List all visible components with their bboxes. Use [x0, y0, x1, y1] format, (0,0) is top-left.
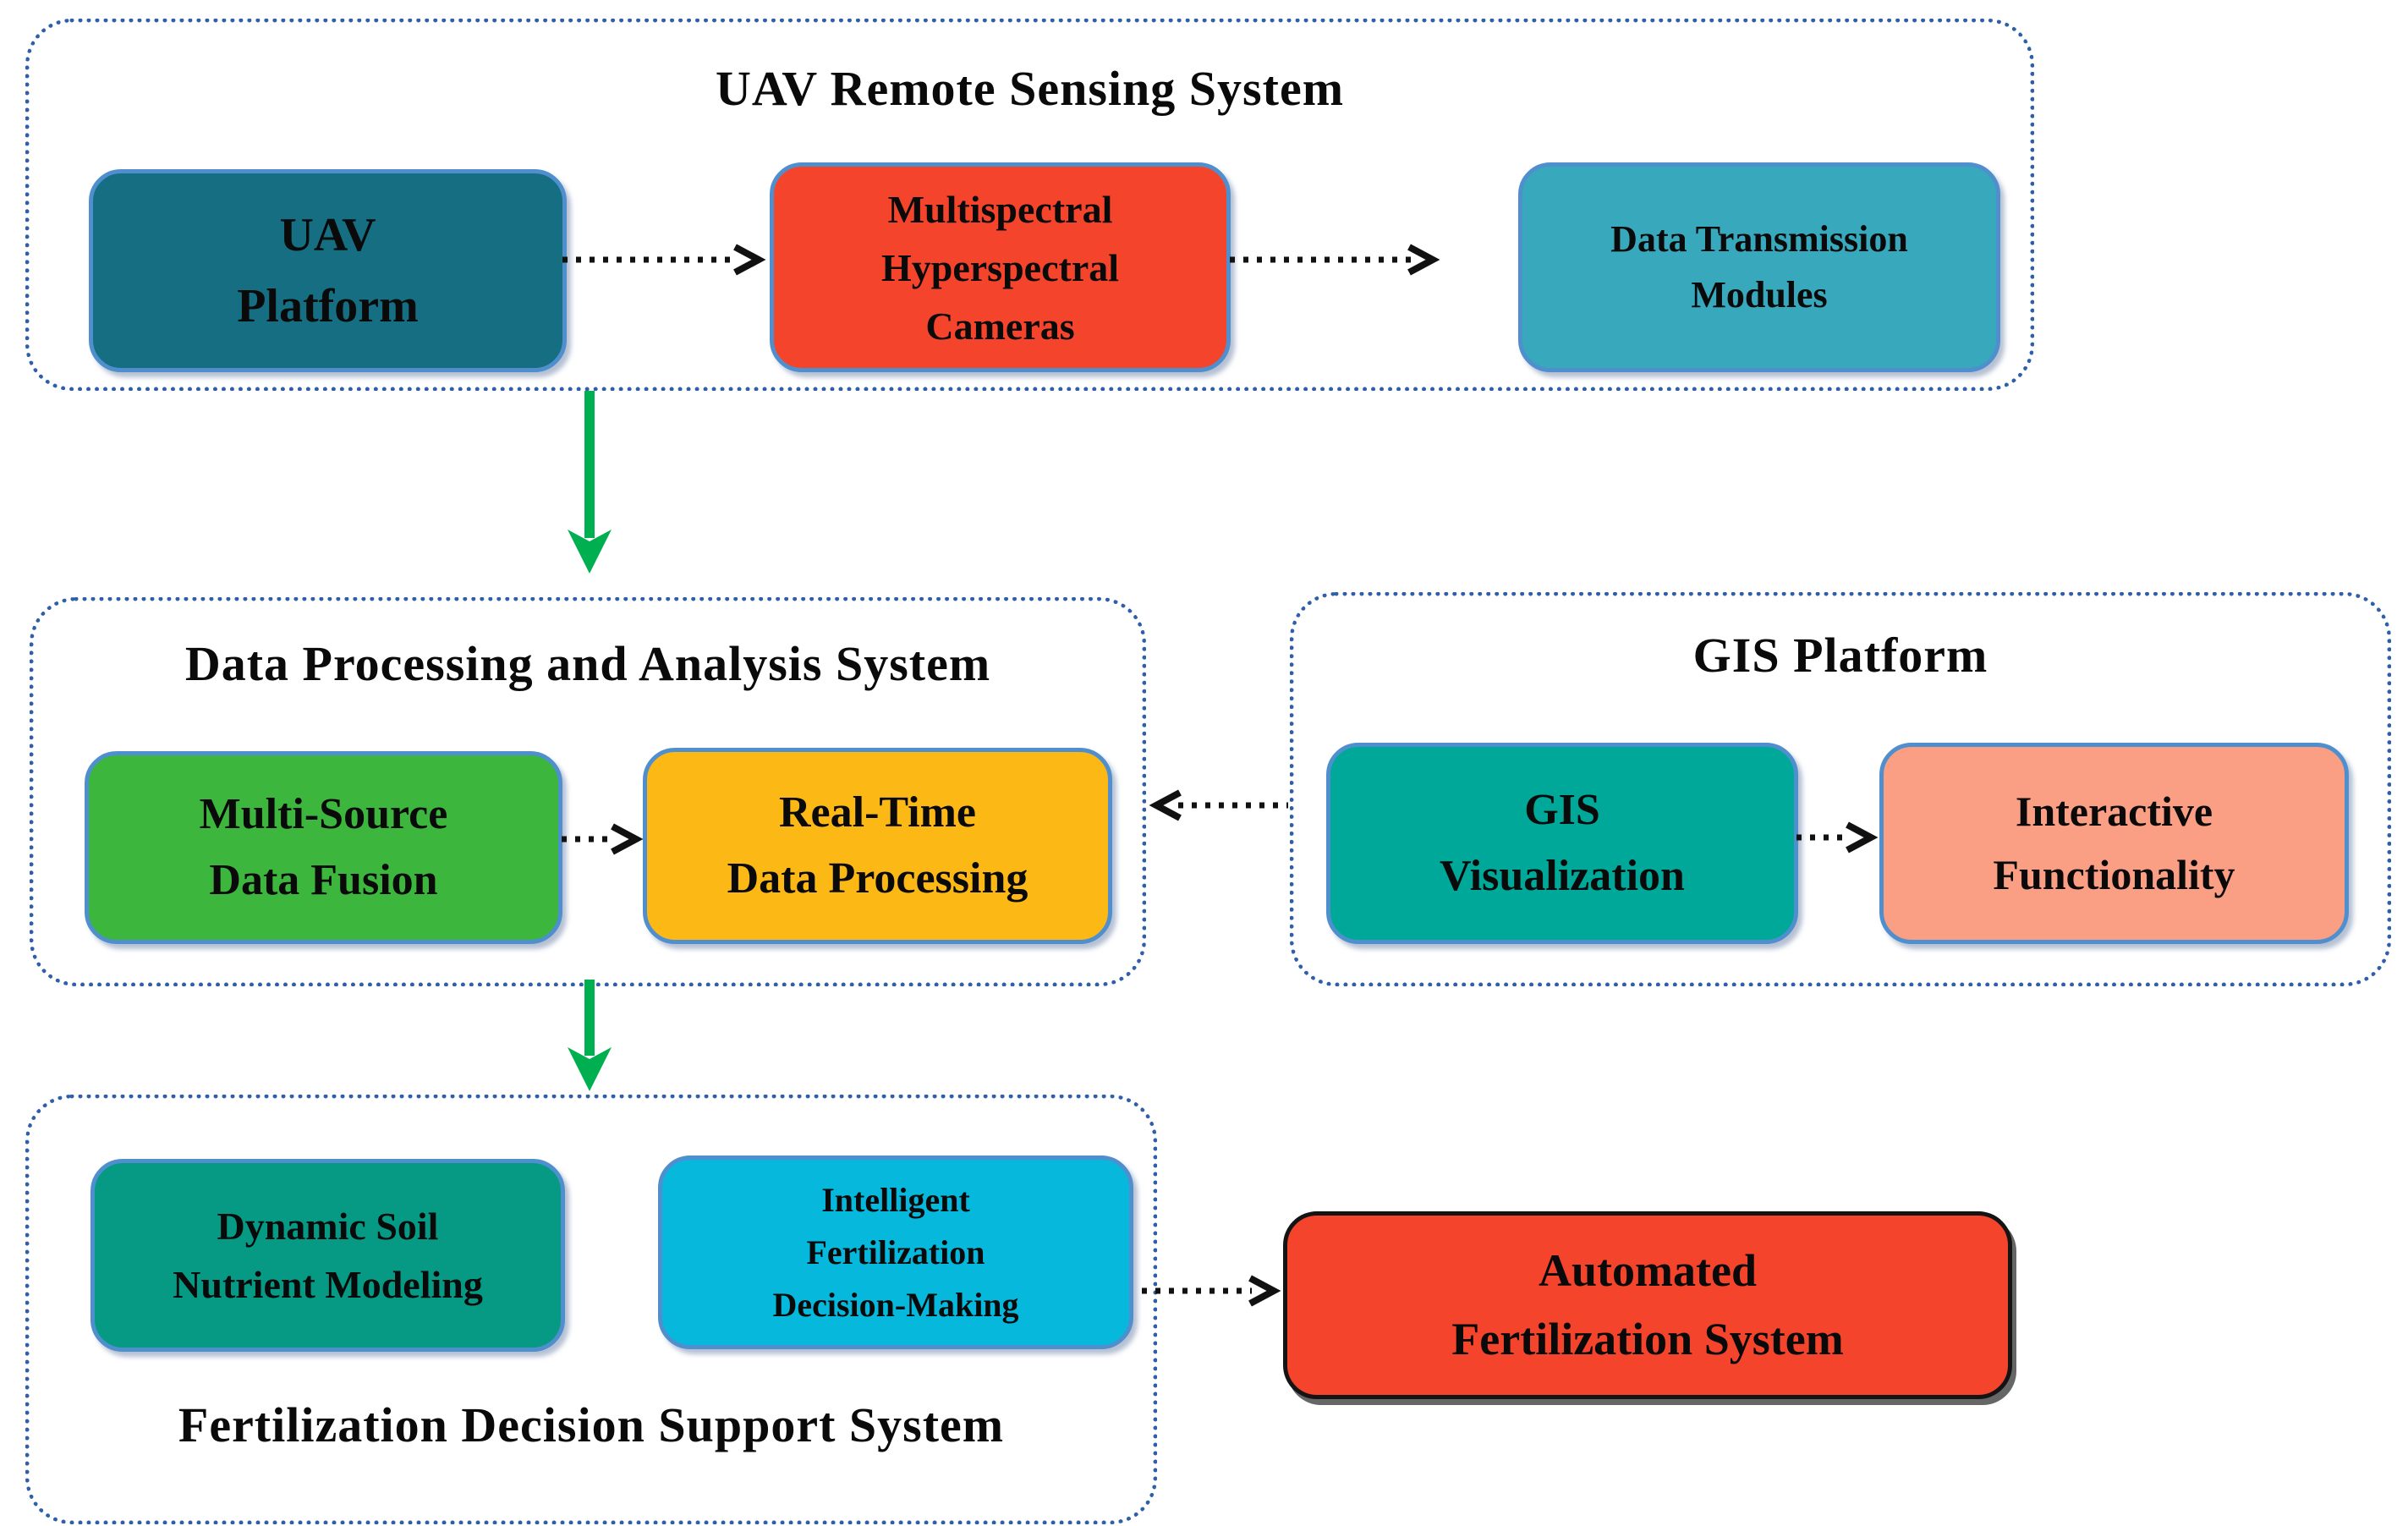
multi-source-fusion-node: Multi-Source Data Fusion [85, 751, 562, 944]
interactive-functionality-node: Interactive Functionality [1879, 743, 2349, 944]
intelligent-fertilization-node: Intelligent Fertilization Decision-Makin… [658, 1155, 1133, 1349]
gis-visualization-node: GIS Visualization [1326, 743, 1798, 944]
arrow-cameras-to-transmission [1230, 244, 1440, 276]
real-time-processing-node: Real-Time Data Processing [643, 748, 1112, 944]
data-transmission-node: Data Transmission Modules [1518, 162, 2000, 372]
automated-fertilization-node: Automated Fertilization System [1283, 1211, 2012, 1399]
arrow-fusion-to-realtime [562, 823, 644, 855]
dynamic-soil-node: Dynamic Soil Nutrient Modeling [91, 1159, 565, 1352]
green-arrow-dataprocessing-to-fds [568, 980, 612, 1091]
uav-platform-node: UAV Platform [89, 169, 567, 372]
arrow-platform-to-cameras [562, 244, 766, 276]
arrow-decision-to-automated [1142, 1275, 1281, 1307]
fertilization-support-container: Dynamic Soil Nutrient Modeling Intellige… [25, 1095, 1157, 1524]
uav-remote-sensing-container: UAV Remote Sensing System UAV Platform M… [25, 19, 2034, 391]
data-processing-container: Data Processing and Analysis System Mult… [30, 597, 1146, 986]
fertilization-support-title: Fertilization Decision Support System [178, 1397, 1005, 1452]
cameras-node: Multispectral Hyperspectral Cameras [770, 162, 1231, 372]
data-processing-title: Data Processing and Analysis System [184, 636, 991, 691]
arrow-gis-to-dataprocessing [1149, 789, 1288, 821]
gis-platform-title: GIS Platform [1692, 628, 1988, 683]
green-arrow-uav-to-dataprocessing [568, 391, 612, 574]
gis-platform-container: GIS Platform GIS Visualization Interacti… [1290, 592, 2391, 986]
arrow-gisvis-to-interactive [1796, 821, 1879, 854]
uav-remote-sensing-title: UAV Remote Sensing System [715, 61, 1345, 116]
